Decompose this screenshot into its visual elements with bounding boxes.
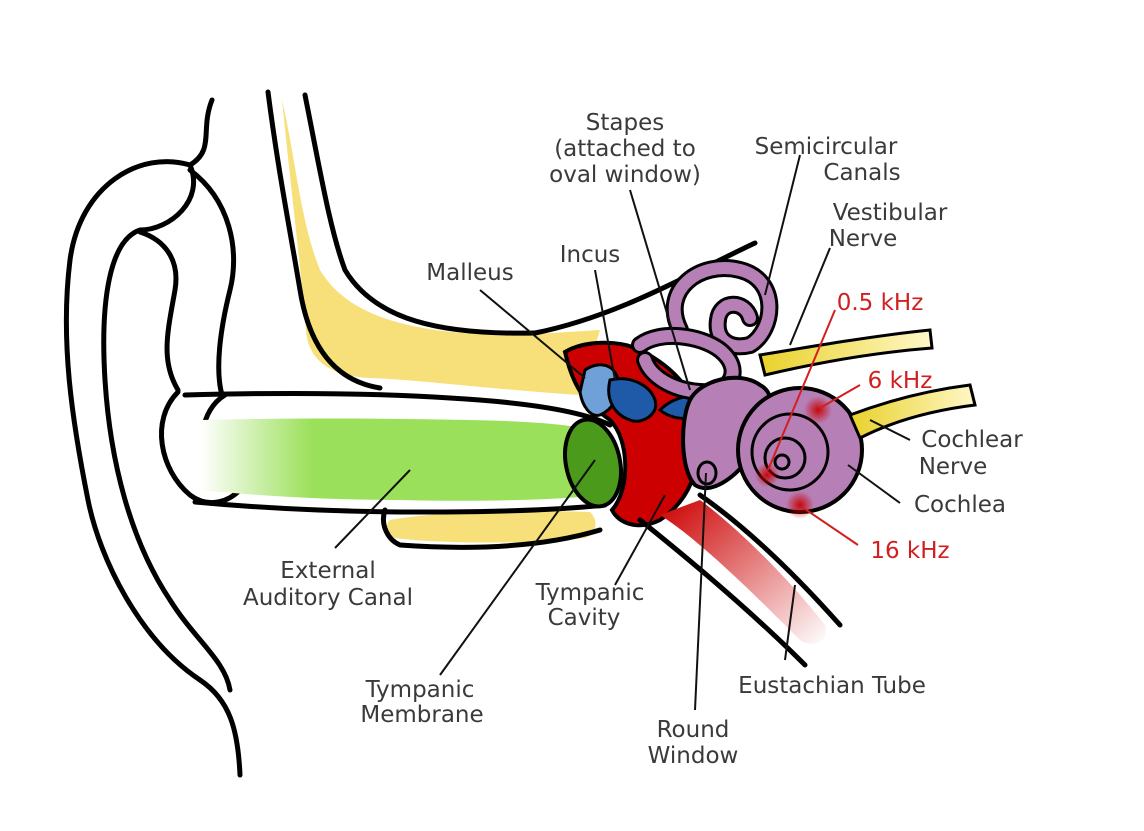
label-vestibular-2: Nerve	[829, 226, 898, 252]
label-freq-6: 6 kHz	[868, 368, 933, 394]
inner-ear	[631, 259, 864, 519]
label-tympanic-cavity-1: Tympanic	[535, 580, 645, 606]
label-vestibular-1: Vestibular	[833, 200, 948, 226]
label-cochlea: Cochlea	[914, 492, 1006, 518]
label-tympanic-membrane-1: Tympanic	[365, 677, 475, 703]
label-round-window-1: Round	[657, 717, 730, 743]
incus-shape	[607, 377, 658, 423]
label-malleus: Malleus	[426, 260, 513, 286]
label-round-window-2: Window	[648, 743, 739, 769]
label-stapes-2: (attached to	[554, 136, 696, 162]
label-cochlear-nerve-2: Nerve	[919, 454, 988, 480]
label-incus: Incus	[560, 242, 621, 268]
label-external-1: External	[280, 558, 375, 584]
label-tympanic-membrane-2: Membrane	[360, 702, 483, 728]
label-tympanic-cavity-2: Cavity	[548, 605, 621, 631]
external-auditory-canal	[182, 390, 623, 515]
leader-lines	[334, 154, 911, 711]
label-external-2: Auditory Canal	[243, 585, 413, 611]
temporal-bone	[265, 89, 758, 550]
label-stapes-1: Stapes	[586, 110, 664, 136]
labels: Stapes (attached to oval window) Semicir…	[243, 110, 1023, 769]
label-cochlear-nerve-1: Cochlear	[921, 427, 1023, 453]
label-stapes-3: oval window)	[549, 162, 701, 188]
label-eustachian-tube: Eustachian Tube	[738, 673, 926, 699]
label-freq-05: 0.5 kHz	[837, 290, 924, 316]
label-semicircular-1: Semicircular	[755, 134, 898, 160]
label-freq-16: 16 kHz	[870, 538, 949, 564]
label-semicircular-2: Canals	[823, 160, 900, 186]
